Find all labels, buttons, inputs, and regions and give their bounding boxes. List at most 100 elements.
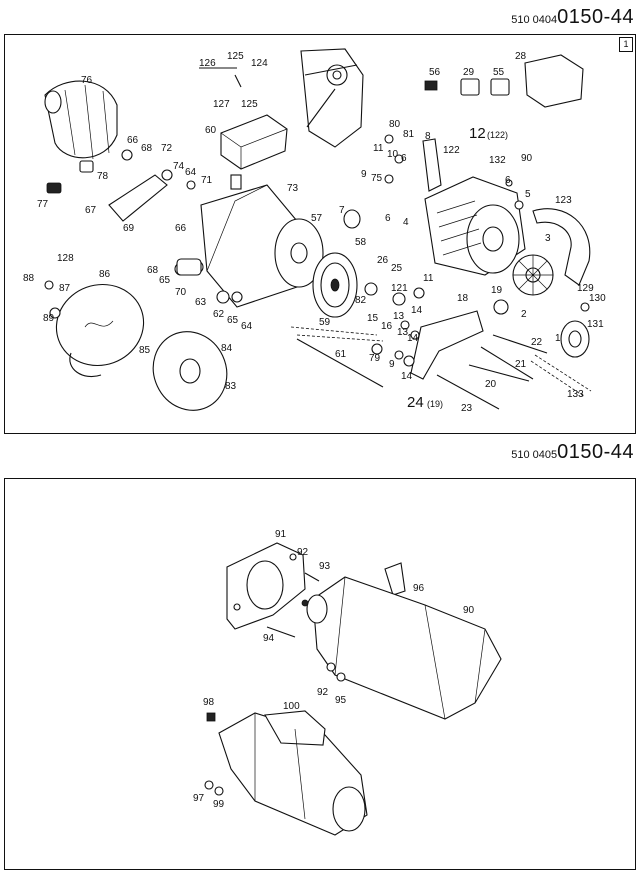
- callout: 91: [275, 529, 287, 540]
- callout: 16: [381, 321, 393, 332]
- callout: 75: [371, 173, 383, 184]
- part-belt: [290, 326, 384, 342]
- part-alternator: [424, 176, 526, 276]
- callout: 99: [213, 799, 225, 810]
- callout: 68: [141, 143, 153, 154]
- callout: 87: [59, 283, 71, 294]
- callout: 20: [485, 379, 497, 390]
- part-belt-b: [530, 354, 592, 398]
- callout: 55: [493, 67, 505, 78]
- callout: 56: [429, 67, 441, 78]
- callout: 79: [369, 353, 381, 364]
- callout: 60: [205, 125, 217, 136]
- callout: 76: [81, 75, 93, 86]
- callout: 86: [99, 269, 111, 280]
- callout: 8: [425, 131, 431, 142]
- callout: 128: [57, 253, 74, 264]
- callout: 1: [555, 333, 561, 344]
- part-cover: [44, 80, 118, 160]
- top-callouts: 126 125 124 127 125 56 29 55 28 76 60 80…: [23, 51, 606, 414]
- callout: 74: [173, 161, 185, 172]
- callout: 7: [339, 205, 345, 216]
- callout: 65: [159, 275, 171, 286]
- callout: 88: [23, 273, 35, 284]
- callout: 61: [335, 349, 347, 360]
- part-regulator: [220, 114, 288, 170]
- callout: 133: [567, 389, 584, 400]
- part-starter-motor-small: [218, 710, 368, 836]
- callout: 67: [85, 205, 97, 216]
- callout: 4: [403, 217, 409, 228]
- callout: 15: [367, 313, 379, 324]
- callout: 98: [203, 697, 215, 708]
- callout: (122): [487, 130, 508, 140]
- callout: 24: [407, 394, 424, 411]
- callout: 73: [287, 183, 299, 194]
- part-washer-d: [214, 786, 224, 796]
- callout: 89: [43, 313, 55, 324]
- diagram-bottom-drawing: 91 92 93 96 90 94 92 95 98 100 97 99: [193, 529, 502, 836]
- callout: 64: [185, 167, 197, 178]
- callout: 125: [241, 99, 258, 110]
- callout: 125: [227, 51, 244, 62]
- callout: 95: [335, 695, 347, 706]
- callout: 97: [193, 793, 205, 804]
- part-bolt-head: [206, 712, 216, 722]
- callout: 25: [391, 263, 403, 274]
- callout: 72: [161, 143, 173, 154]
- part-bolts: [199, 67, 242, 88]
- callout: 85: [139, 345, 151, 356]
- callout: 68: [147, 265, 159, 276]
- callout: 90: [463, 605, 475, 616]
- callout: 65: [227, 315, 239, 326]
- header-bottom: 510 04050150-44: [511, 441, 634, 464]
- sheet-number: 1: [619, 37, 633, 52]
- callout: 130: [589, 293, 606, 304]
- callout: 129: [577, 283, 594, 294]
- callout: 6: [385, 213, 391, 224]
- callout: 80: [389, 119, 401, 130]
- callout: 12: [469, 125, 486, 142]
- callout: 23: [461, 403, 473, 414]
- callout: 2: [521, 309, 527, 320]
- part-bolt: [266, 626, 296, 638]
- part-clip: [46, 182, 62, 194]
- header-top-number: 0150-44: [557, 6, 634, 28]
- callout: 29: [463, 67, 475, 78]
- callout: 14: [407, 333, 419, 344]
- part-fan-wheel: [512, 254, 554, 296]
- diagram-panel-top: 1: [4, 34, 636, 434]
- part-clip-b: [79, 160, 94, 173]
- callout: 69: [123, 223, 135, 234]
- callout: 78: [97, 171, 109, 182]
- callout: 93: [319, 561, 331, 572]
- header-top: 510 04040150-44: [511, 6, 634, 29]
- callout: 82: [355, 295, 367, 306]
- callout: 84: [221, 343, 233, 354]
- bottom-callouts: 91 92 93 96 90 94 92 95 98 100 97 99: [193, 529, 475, 810]
- part-nut: [343, 209, 361, 229]
- part-washer: [326, 662, 336, 672]
- diagram-top-drawing: 126 125 124 127 125 56 29 55 28 76 60 80…: [23, 48, 606, 414]
- part-flange: [226, 542, 306, 630]
- callout: 9: [389, 359, 395, 370]
- callout: 131: [587, 319, 604, 330]
- callout: 22: [531, 337, 543, 348]
- callout: 58: [355, 237, 367, 248]
- part-bolt-long: [296, 338, 384, 388]
- callout: 11: [423, 273, 434, 284]
- callout: 6: [401, 153, 407, 164]
- callout: 90: [521, 153, 533, 164]
- callout: 28: [515, 51, 527, 62]
- callout: 92: [317, 687, 329, 698]
- callout: 70: [175, 287, 187, 298]
- part-washer-c: [204, 780, 214, 790]
- callout: 77: [37, 199, 49, 210]
- part-fan-housing: [55, 283, 145, 377]
- callout: 26: [377, 255, 389, 266]
- callout: 123: [555, 195, 572, 206]
- callout: 62: [213, 309, 225, 320]
- callout: 92: [297, 547, 309, 558]
- callout: 100: [283, 701, 300, 712]
- part-tension-bracket: [410, 310, 484, 380]
